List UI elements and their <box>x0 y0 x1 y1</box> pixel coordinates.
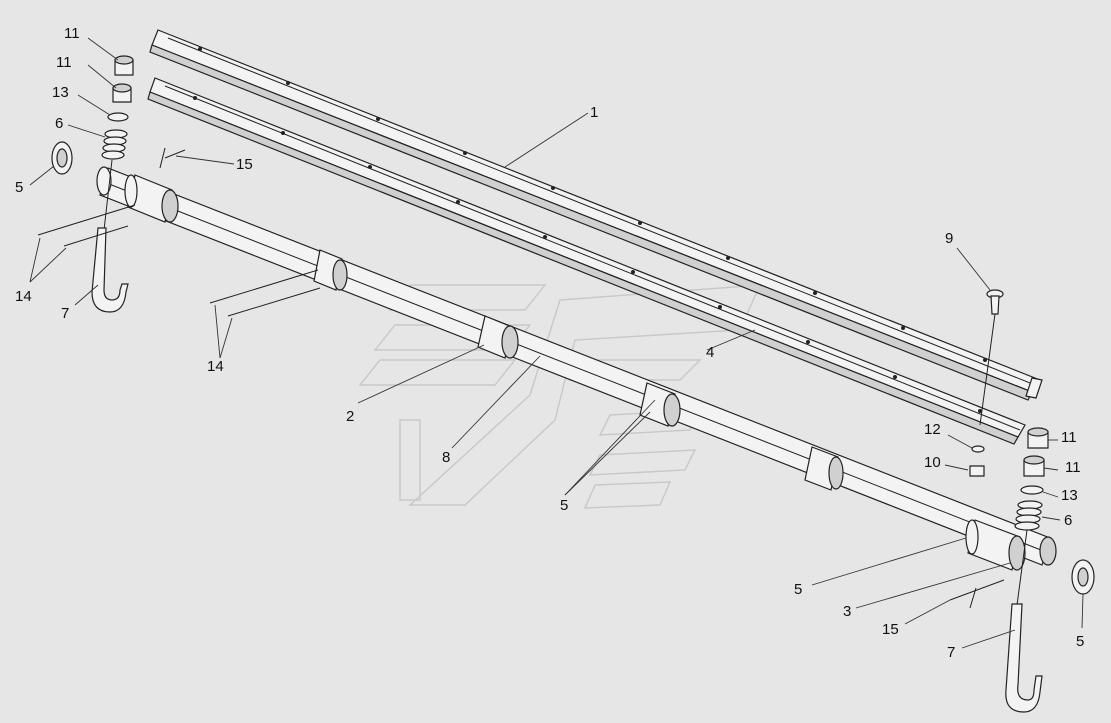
callout-3: 3 <box>843 603 851 620</box>
rail-part-1 <box>149 29 1043 401</box>
bushing-left <box>124 174 179 223</box>
callout-11-left-second: 11 <box>56 54 72 71</box>
callout-13-left: 13 <box>52 84 69 101</box>
collar-1 <box>313 249 348 291</box>
callout-9: 9 <box>945 230 953 247</box>
shaft-part-8 <box>96 166 1057 566</box>
callout-15-right: 15 <box>882 621 899 638</box>
collar-3 <box>639 382 681 427</box>
callout-14-left: 14 <box>15 288 32 305</box>
pin-right-15 <box>949 579 1005 609</box>
callout-10: 10 <box>924 454 941 471</box>
callout-12: 12 <box>924 421 941 438</box>
callout-7-left: 7 <box>61 305 69 322</box>
bushing-right <box>965 519 1026 571</box>
callout-6-right: 6 <box>1064 512 1072 529</box>
callout-1: 1 <box>590 104 598 121</box>
callout-11-left-top: 11 <box>64 25 80 42</box>
callout-11-right-top: 11 <box>1061 429 1077 446</box>
washer-right <box>1071 559 1095 595</box>
collar-4 <box>804 446 844 491</box>
cotter-pins-middle <box>209 269 321 317</box>
washer-left <box>51 141 73 175</box>
pin-left-15 <box>159 147 186 169</box>
callout-15-left: 15 <box>236 156 253 173</box>
j-hook-left <box>91 227 129 313</box>
rail-1-holes <box>198 47 987 362</box>
callout-5-right-end: 5 <box>1076 633 1084 650</box>
cotter-pins-left <box>37 204 136 247</box>
callout-8: 8 <box>442 449 450 466</box>
callout-11-right-second: 11 <box>1065 459 1081 476</box>
callout-5-left: 5 <box>15 179 23 196</box>
callout-14-middle: 14 <box>207 358 224 375</box>
collar-2 <box>477 315 519 359</box>
bolt-part-9 <box>979 289 1004 426</box>
washer-12 <box>971 445 985 453</box>
callout-5-middle: 5 <box>560 497 568 514</box>
left-fastener-stack <box>101 55 134 231</box>
leader-lines <box>29 37 1084 649</box>
callout-5-right-lower: 5 <box>794 581 802 598</box>
nut-10 <box>969 465 985 477</box>
j-hook-right <box>1005 603 1043 713</box>
callout-7-right: 7 <box>947 644 955 661</box>
rail-4-holes <box>193 96 982 413</box>
callout-2: 2 <box>346 408 354 425</box>
right-fastener-stack <box>1014 427 1049 606</box>
callout-13-right: 13 <box>1061 487 1078 504</box>
callout-6-left: 6 <box>55 115 63 132</box>
callout-4: 4 <box>706 344 714 361</box>
callout-labels: 11 11 13 6 5 15 14 7 14 1 2 8 5 4 9 12 1… <box>15 25 1084 661</box>
